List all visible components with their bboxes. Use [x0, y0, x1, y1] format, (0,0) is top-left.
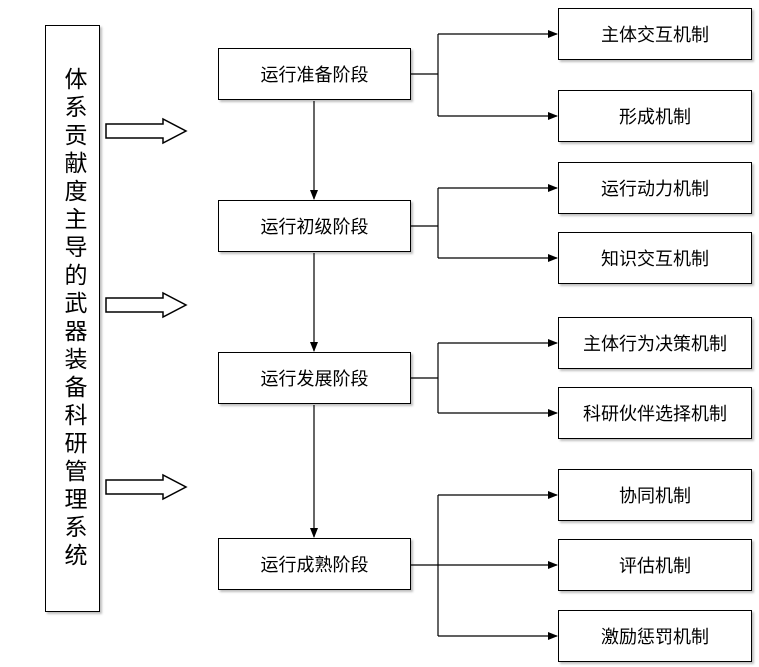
mechanism-box: 主体行为决策机制 [558, 317, 752, 369]
system-box: 体系贡献度主导的武器装备科研管理系统 [45, 25, 100, 612]
mechanism-box: 运行动力机制 [558, 162, 752, 214]
mechanism-label: 形成机制 [619, 107, 691, 128]
mechanism-box: 激励惩罚机制 [558, 610, 752, 662]
system-label: 体系贡献度主导的武器装备科研管理系统 [60, 66, 86, 571]
hollow-arrow-icon [105, 291, 188, 319]
stage1-branch [411, 30, 558, 120]
hollow-arrow-icon [105, 473, 188, 501]
stage-label: 运行准备阶段 [260, 65, 369, 86]
stage-box-mature: 运行成熟阶段 [218, 538, 411, 590]
mechanism-label: 激励惩罚机制 [601, 627, 709, 648]
stage-label: 运行成熟阶段 [260, 555, 369, 576]
mechanism-label: 评估机制 [619, 556, 691, 577]
stage-label: 运行初级阶段 [260, 217, 369, 238]
mechanism-box: 主体交互机制 [558, 8, 752, 60]
mechanism-label: 运行动力机制 [601, 179, 709, 200]
stage-box-preparation: 运行准备阶段 [218, 48, 411, 100]
mechanism-box: 科研伙伴选择机制 [558, 387, 752, 439]
mechanism-box: 评估机制 [558, 539, 752, 591]
stage3-branch [411, 339, 558, 417]
mechanism-label: 知识交互机制 [601, 249, 709, 270]
hollow-arrow-icon [105, 117, 188, 145]
mechanism-box: 协同机制 [558, 469, 752, 521]
mechanism-label: 主体交互机制 [601, 25, 709, 46]
mechanism-label: 主体行为决策机制 [583, 334, 727, 355]
mechanism-box: 形成机制 [558, 90, 752, 142]
stage2-branch [411, 184, 558, 262]
stage-box-development: 运行发展阶段 [218, 352, 411, 404]
mechanism-label: 科研伙伴选择机制 [583, 404, 727, 425]
stage-box-initial: 运行初级阶段 [218, 200, 411, 252]
stage4-branch [411, 491, 558, 640]
mechanism-label: 协同机制 [619, 486, 691, 507]
mechanism-box: 知识交互机制 [558, 232, 752, 284]
stage-label: 运行发展阶段 [260, 369, 369, 390]
